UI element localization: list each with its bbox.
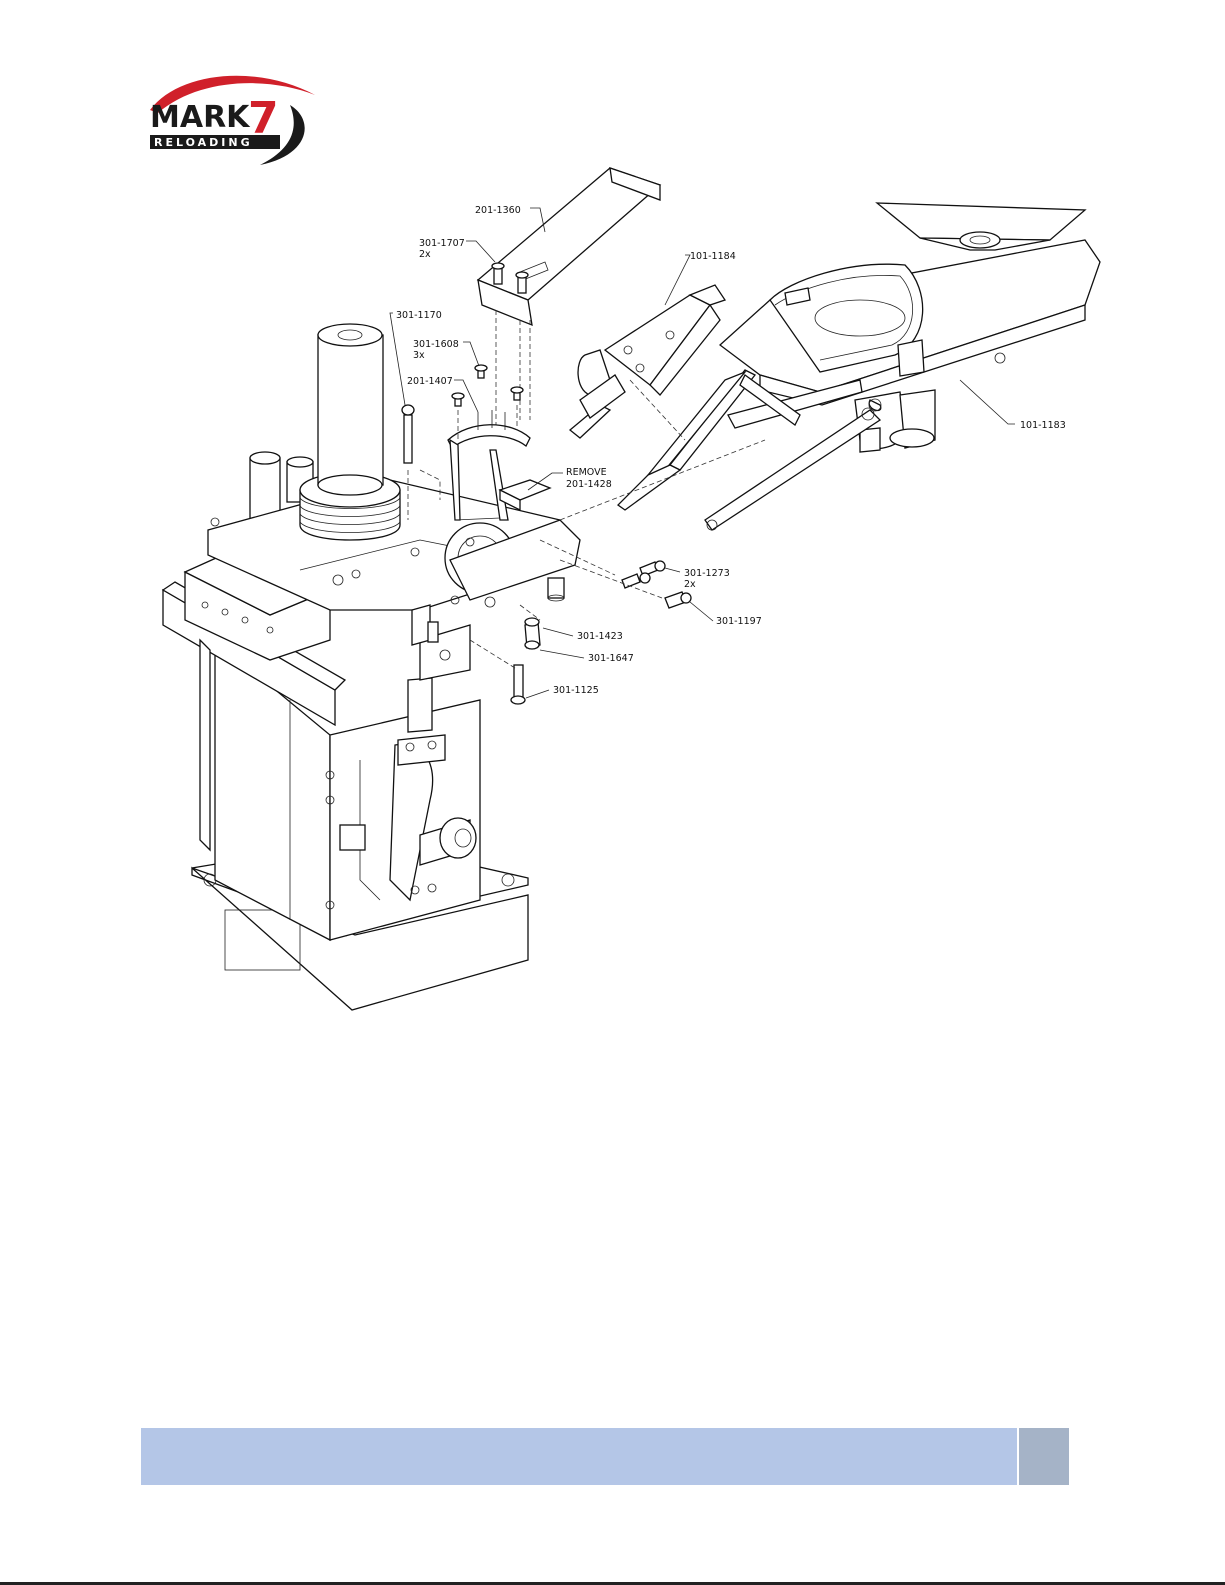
callout-301-1608: 301-1608: [413, 339, 459, 350]
callout-301-1273-qty: 2x: [684, 579, 696, 590]
die-tower: [300, 324, 400, 540]
footer-bar: [141, 1428, 1017, 1485]
linkage: [412, 605, 470, 680]
callout-301-1608-qty: 3x: [413, 350, 425, 361]
callout-301-1273: 301-1273: [684, 568, 730, 579]
callout-201-1428: 201-1428: [566, 479, 612, 490]
footer-page-number-box: [1017, 1428, 1069, 1485]
press-body: [215, 640, 480, 940]
callout-301-1647: 301-1647: [588, 653, 634, 664]
callout-301-1170: 301-1170: [396, 310, 442, 321]
callout-101-1183: 101-1183: [1020, 420, 1066, 431]
callout-201-1407: 201-1407: [407, 376, 453, 387]
callout-101-1184: 101-1184: [690, 251, 736, 262]
callout-301-1707: 301-1707: [419, 238, 465, 249]
callout-201-1360: 201-1360: [475, 205, 521, 216]
callout-201-1428-prefix: REMOVE: [566, 467, 607, 478]
callout-301-1125: 301-1125: [553, 685, 599, 696]
callout-301-1707-qty: 2x: [419, 249, 431, 260]
callout-301-1423: 301-1423: [577, 631, 623, 642]
callout-301-1197: 301-1197: [716, 616, 762, 627]
